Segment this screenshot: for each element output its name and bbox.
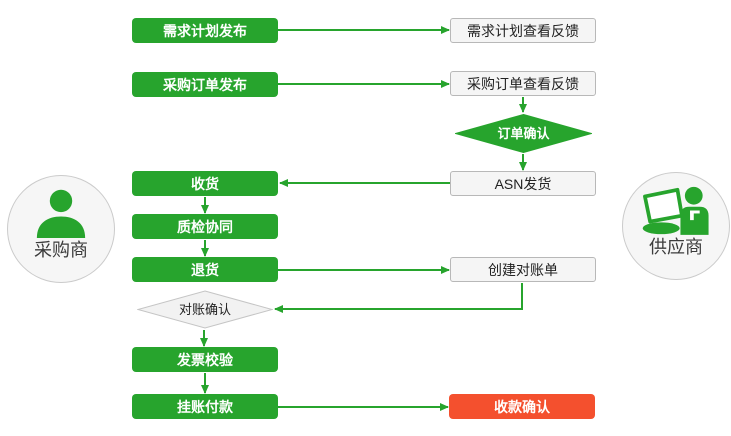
buyer-person-icon [33, 186, 89, 238]
node-create-statement: 创建对账单 [450, 257, 596, 282]
node-reconcile-confirm-diamond: 对账确认 [137, 290, 273, 329]
node-invoice-check: 发票校验 [132, 347, 278, 372]
buyer-label: 采购商 [34, 240, 88, 260]
actor-buyer: 采购商 [7, 175, 115, 283]
supplier-label: 供应商 [649, 237, 703, 257]
node-order-confirm-diamond: 订单确认 [455, 114, 592, 153]
diamond-shape [455, 114, 592, 153]
order-confirm-label: 订单确认 [497, 126, 550, 141]
supplier-laptop-person-icon [639, 183, 713, 235]
node-demand-plan-publish: 需求计划发布 [132, 18, 278, 43]
flow-edge-create_statement-to-reconcile_confirm [274, 283, 523, 313]
diamond-shape [137, 290, 273, 329]
node-purchase-order-feedback: 采购订单查看反馈 [450, 71, 596, 96]
node-return-goods: 退货 [132, 257, 278, 282]
node-demand-plan-feedback: 需求计划查看反馈 [450, 18, 596, 43]
node-pending-payment: 挂账付款 [132, 394, 278, 419]
node-asn-ship: ASN发货 [450, 171, 596, 196]
node-quality-collab: 质检协同 [132, 214, 278, 239]
node-receive-goods: 收货 [132, 171, 278, 196]
reconcile-confirm-label: 对账确认 [178, 302, 231, 317]
node-payment-confirm: 收款确认 [449, 394, 595, 419]
node-purchase-order-publish: 采购订单发布 [132, 72, 278, 97]
actor-supplier: 供应商 [622, 172, 730, 280]
